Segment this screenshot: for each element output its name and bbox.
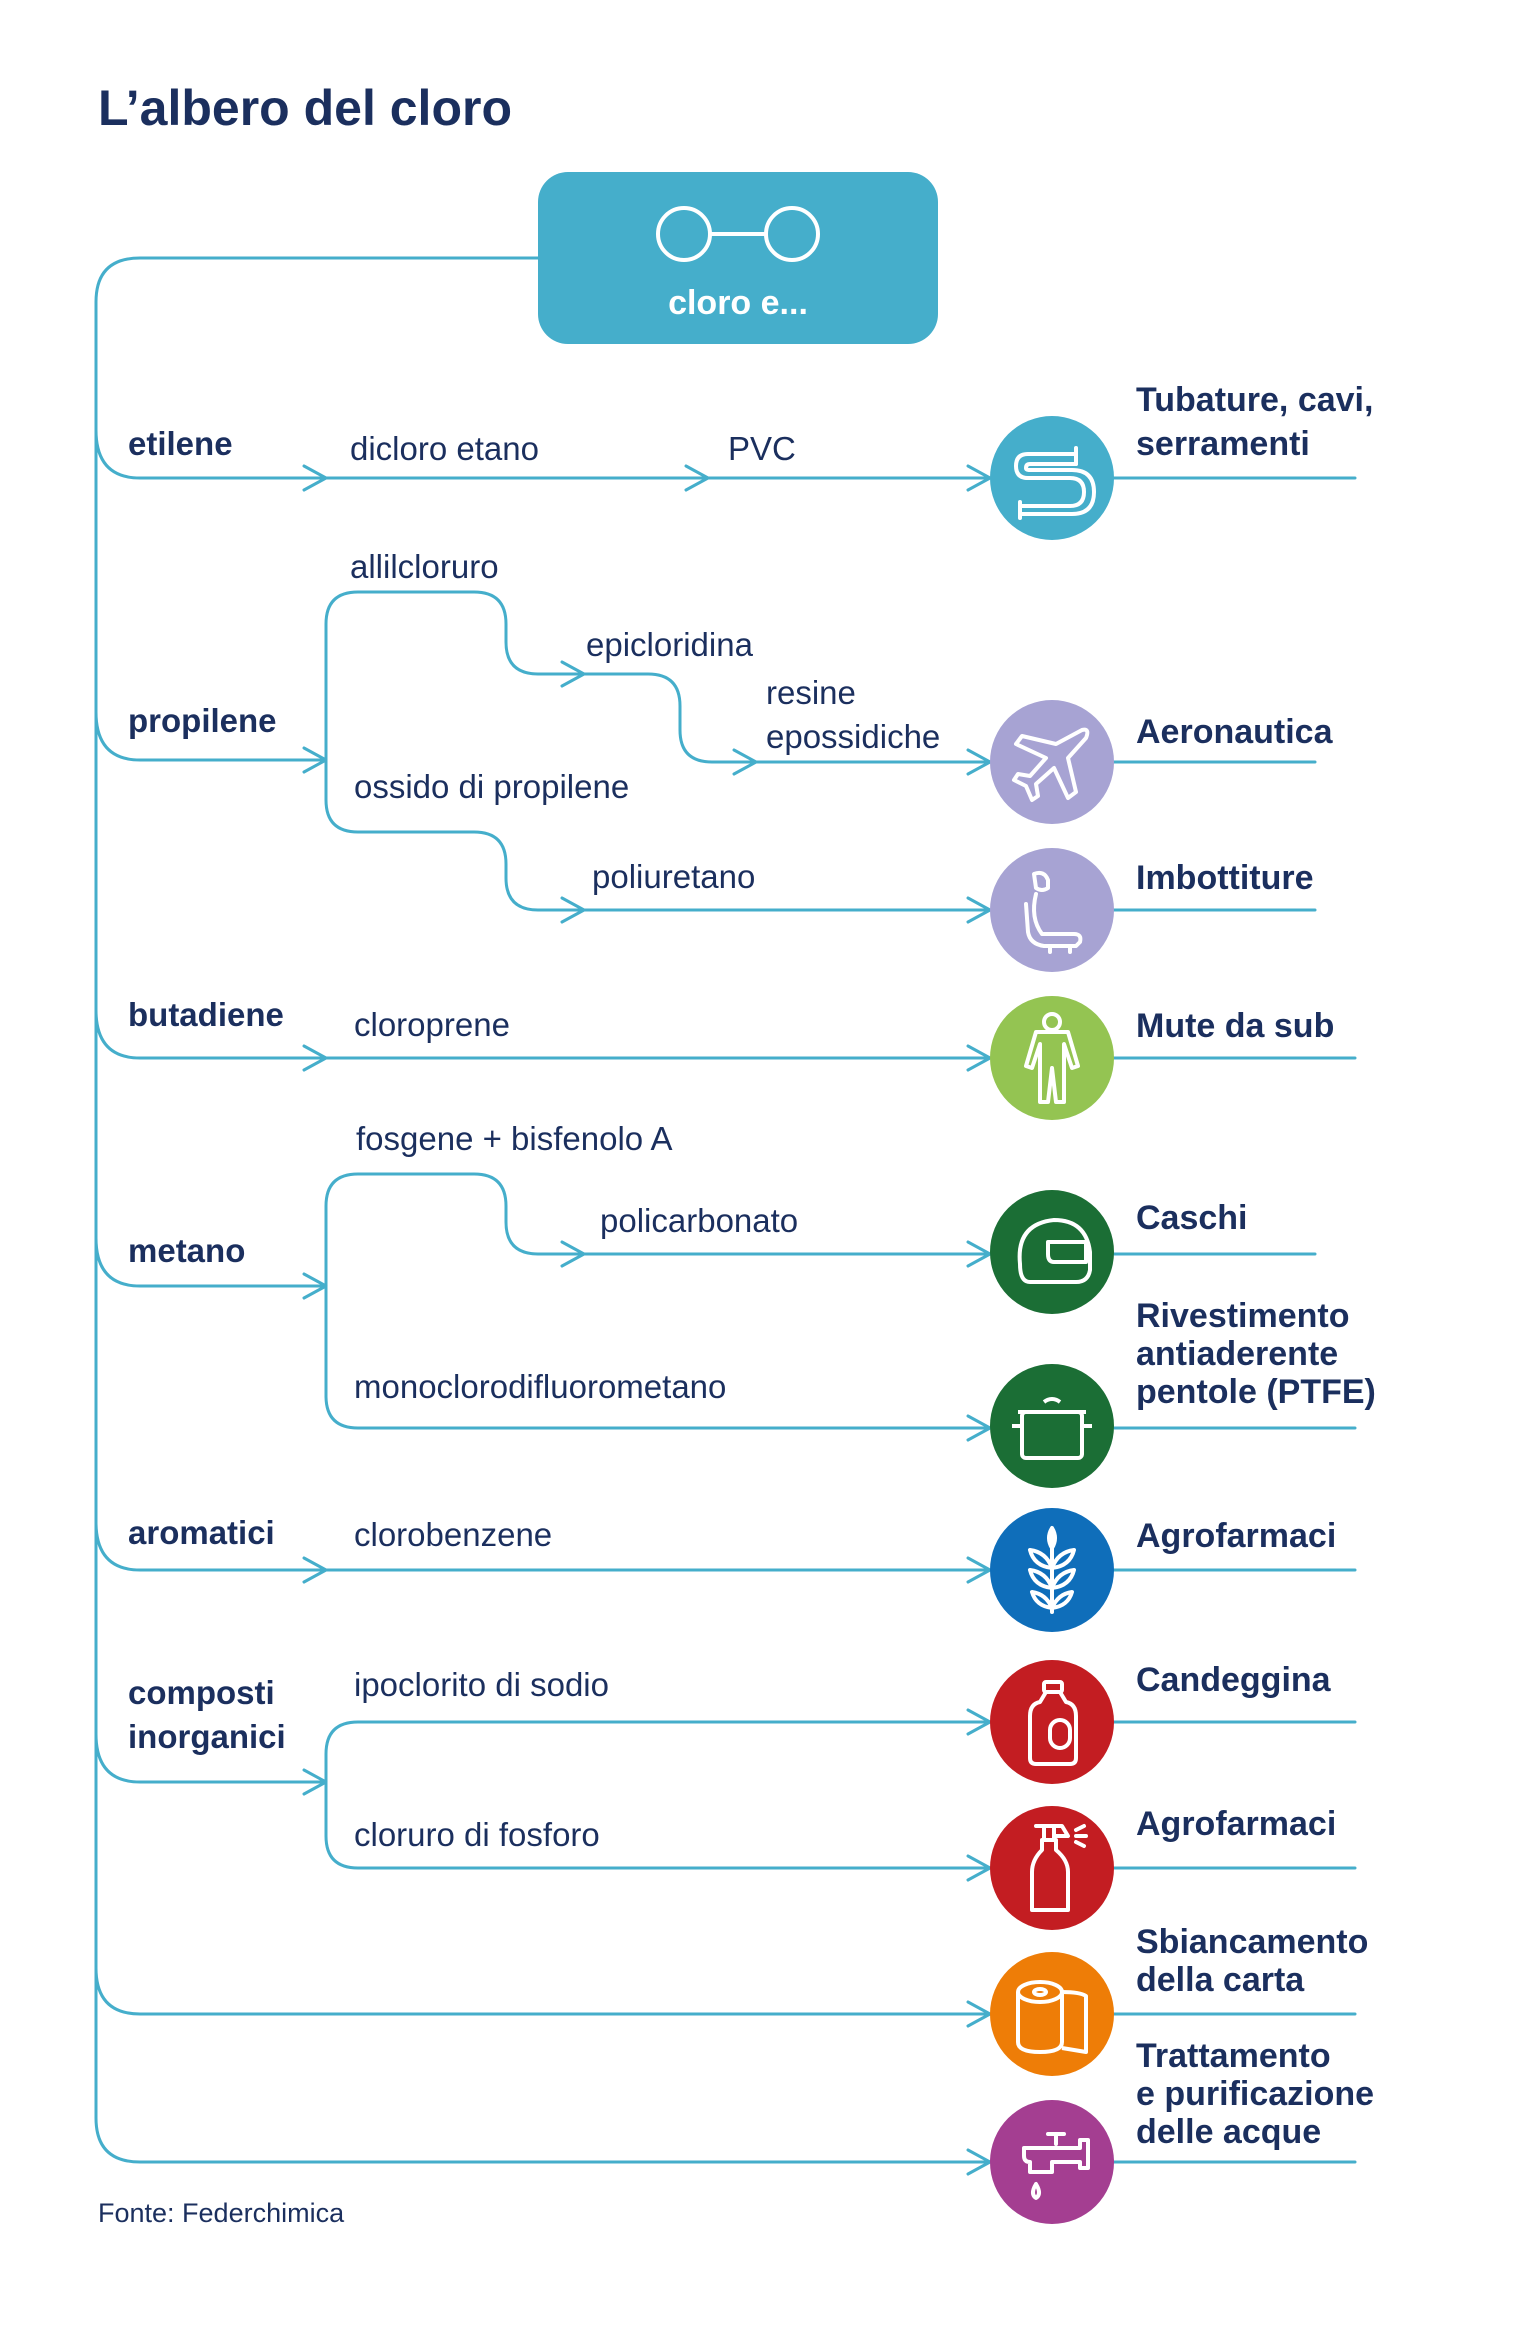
source-etilene: etilene (128, 425, 233, 462)
label-monoclorodifluorometano: monoclorodifluorometano (354, 1368, 727, 1405)
branch-allilcloruro (324, 590, 992, 764)
branch-fosgene (324, 1172, 992, 1288)
label-policarbonato: policarbonato (600, 1202, 799, 1239)
product-agrofarmaci-2: Agrofarmaci (1136, 1805, 1337, 1843)
product-tubature-line-2: serramenti (1136, 425, 1310, 463)
page-title: L’albero del cloro (98, 80, 512, 136)
label-resine-line-2: epossidiche (766, 718, 941, 755)
water-tap-icon (1022, 2132, 1090, 2200)
source-metano: metano (128, 1232, 246, 1269)
product-icon-mute (990, 996, 1114, 1120)
product-acque-line-3: delle acque (1136, 2113, 1322, 2151)
branch-composti (94, 1732, 328, 1784)
arrow-head (302, 1272, 328, 1300)
arrow-head (684, 464, 710, 492)
root-label: cloro e... (668, 284, 808, 322)
arrow-head (560, 896, 586, 924)
label-cloroprene: cloroprene (354, 1006, 510, 1043)
label-resine-line-1: resine (766, 674, 856, 711)
bleach-bottle-icon (1028, 1680, 1078, 1766)
source-aromatici: aromatici (128, 1514, 275, 1551)
label-dicloro-etano: dicloro etano (350, 430, 539, 467)
wetsuit-icon (1024, 1012, 1080, 1104)
product-candeggina: Candeggina (1136, 1661, 1331, 1699)
label-pvc: PVC (728, 430, 796, 467)
car-seat-icon (1024, 870, 1083, 954)
branch-monocloro (324, 1284, 992, 1430)
arrow-head (560, 660, 586, 688)
arrow-head (560, 1240, 586, 1268)
product-rivestimento-line-2: antiaderente (1136, 1335, 1339, 1373)
pot-icon (1012, 1397, 1092, 1460)
label-allilcloruro: allilcloruro (350, 548, 499, 585)
source-note: Fonte: Federchimica (98, 2198, 345, 2228)
paper-roll-icon (1016, 1980, 1088, 2054)
branch-aromatici (94, 1520, 992, 1572)
helmet-icon (1017, 1218, 1092, 1284)
spray-bottle-icon (1030, 1824, 1088, 1912)
product-agrofarmaci-1: Agrofarmaci (1136, 1517, 1337, 1555)
arrowheads (302, 464, 992, 2176)
label-fosgene-bisfenolo: fosgene + bisfenolo A (356, 1120, 673, 1157)
source-propilene: propilene (128, 702, 277, 739)
arrow-head (302, 464, 328, 492)
branch-butadiene (94, 1008, 992, 1060)
molecule-icon (656, 206, 820, 262)
arrow-head (302, 746, 328, 774)
product-rivestimento-line-1: Rivestimento (1136, 1297, 1350, 1335)
pipe-icon (1014, 446, 1096, 520)
branch-cloruro (324, 1780, 992, 1870)
label-cloruro-di-fosforo: cloruro di fosforo (354, 1816, 600, 1853)
source-composti-line-1: composti (128, 1674, 275, 1711)
arrow-head (302, 1044, 328, 1072)
source-composti-line-2: inorganici (128, 1718, 286, 1755)
branch-ossido (324, 758, 992, 912)
product-acque-line-2: e purificazione (1136, 2075, 1375, 2113)
product-imbottiture: Imbottiture (1136, 859, 1314, 897)
product-icon-agrofarmaci-1 (990, 1508, 1114, 1632)
branch-etilene (94, 428, 992, 480)
product-icon-agrofarmaci-2 (990, 1806, 1114, 1930)
product-icon-caschi (990, 1190, 1114, 1314)
product-mute: Mute da sub (1136, 1007, 1335, 1045)
root-node: cloro e... (538, 172, 938, 344)
arrow-head (302, 1768, 328, 1796)
arrow-head (732, 748, 758, 776)
product-sbiancamento-line-1: Sbiancamento (1136, 1923, 1369, 1961)
arrow-head (302, 1556, 328, 1584)
product-aeronautica: Aeronautica (1136, 713, 1333, 751)
branch-ipoclorito (324, 1720, 992, 1784)
product-icon-acque (990, 2100, 1114, 2224)
label-poliuretano: poliuretano (592, 858, 756, 895)
label-ossido-di-propilene: ossido di propilene (354, 768, 630, 805)
product-rivestimento-line-3: pentole (PTFE) (1136, 1373, 1376, 1411)
product-sbiancamento-line-2: della carta (1136, 1961, 1305, 1999)
airplane-icon (1012, 727, 1090, 802)
product-icon-aeronautica (990, 700, 1114, 824)
product-icon-tubature (990, 416, 1114, 540)
product-acque-line-1: Trattamento (1136, 2037, 1331, 2075)
product-icon-imbottiture (990, 848, 1114, 972)
branch-sbiancamento (94, 1966, 992, 2016)
branch-metano (94, 1236, 328, 1288)
label-ipoclorito-di-sodio: ipoclorito di sodio (354, 1666, 609, 1703)
branch-propilene (94, 710, 328, 762)
product-tubature-line-1: Tubature, cavi, (1136, 381, 1374, 419)
source-butadiene: butadiene (128, 996, 284, 1033)
label-clorobenzene: clorobenzene (354, 1516, 553, 1553)
wheat-icon (1028, 1526, 1076, 1614)
trunk-line (94, 256, 992, 2164)
product-icon-sbiancamento (990, 1952, 1114, 2076)
product-icon-candeggina (990, 1660, 1114, 1784)
product-icon-rivestimento (990, 1364, 1114, 1488)
product-caschi: Caschi (1136, 1199, 1248, 1237)
label-epicloridina: epicloridina (586, 626, 753, 663)
